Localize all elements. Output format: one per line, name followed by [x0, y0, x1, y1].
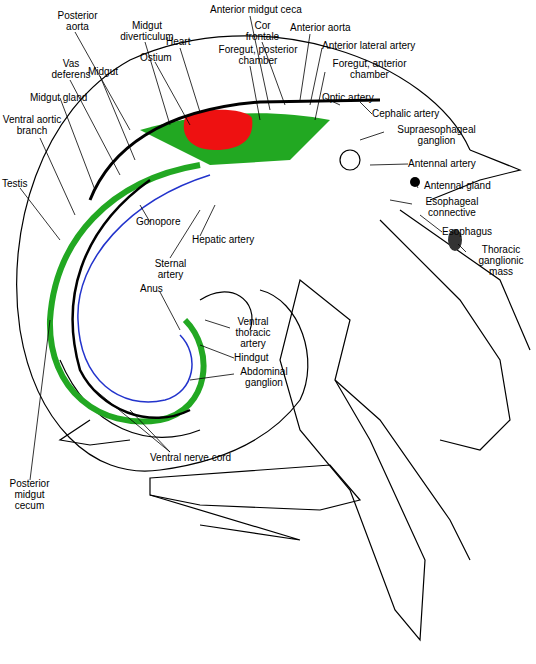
uropod	[150, 465, 360, 510]
part-label: Sternal artery	[148, 258, 193, 280]
part-label: Hepatic artery	[192, 234, 254, 245]
part-label: Foregut, posterior chamber	[212, 44, 304, 66]
leader-line	[200, 345, 234, 358]
part-label: Optic artery	[322, 92, 374, 103]
leader-line	[205, 320, 230, 328]
tail-fan	[60, 420, 130, 445]
part-label: Thoracic ganglionic mass	[466, 244, 536, 277]
part-label: Cor frontale	[240, 20, 285, 42]
uropod-tip	[150, 495, 300, 540]
part-label: Anterior aorta	[290, 22, 351, 33]
leader-line	[160, 292, 180, 330]
body-outline	[17, 36, 530, 640]
carapace-outline	[17, 36, 470, 471]
part-label: Heart	[166, 36, 190, 47]
part-label: Anus	[140, 283, 163, 294]
part-label: Supraesophageal ganglion	[384, 124, 489, 146]
leader-line	[20, 188, 60, 240]
leader-line	[360, 132, 384, 140]
ventral-artery	[73, 180, 190, 418]
leader-line	[370, 164, 408, 165]
leader-line	[155, 62, 190, 125]
leader-line	[300, 34, 310, 100]
part-label: Abdominal ganglion	[234, 366, 294, 388]
leader-lines	[20, 16, 466, 480]
leader-line	[95, 390, 170, 452]
part-label: Testis	[2, 178, 28, 189]
part-label: Posterior aorta	[50, 10, 105, 32]
part-label: Posterior midgut cecum	[2, 478, 57, 511]
leader-line	[390, 200, 412, 204]
part-label: Esophageal connective	[412, 196, 492, 218]
part-label: Ventral aortic branch	[2, 114, 62, 136]
leader-line	[180, 48, 200, 112]
leader-line	[130, 410, 170, 452]
part-label: Antennal gland	[424, 180, 491, 191]
leader-line	[415, 182, 418, 188]
part-label: Ostium	[140, 52, 172, 63]
part-label: Gonopore	[136, 216, 180, 227]
part-label: Esophagus	[442, 226, 492, 237]
leg-line	[400, 210, 530, 350]
heart-fill	[184, 110, 253, 150]
leader-line	[458, 244, 466, 252]
eye	[340, 150, 360, 170]
claw-leg	[280, 280, 425, 640]
part-label: Antennal artery	[408, 158, 476, 169]
leader-line	[30, 320, 50, 480]
leader-line	[360, 102, 372, 114]
part-label: Midgut	[88, 66, 118, 77]
part-label: Ventral thoracic artery	[228, 316, 278, 349]
dorsal-aorta	[90, 100, 380, 200]
antennal-gland-dot	[410, 177, 420, 187]
leader-line	[200, 205, 215, 236]
midgut-band	[50, 165, 204, 422]
rostrum	[430, 150, 520, 200]
part-label: Anterior lateral artery	[322, 40, 415, 51]
leg-line	[335, 380, 470, 560]
nerve-cord	[78, 175, 210, 402]
part-label: Anterior midgut ceca	[210, 4, 302, 15]
part-label: Midgut gland	[30, 92, 87, 103]
leader-line	[100, 76, 135, 160]
part-label: Hindgut	[234, 352, 268, 363]
leader-line	[250, 66, 260, 120]
part-label: Cephalic artery	[372, 108, 439, 119]
part-label: Ventral nerve cord	[150, 452, 231, 463]
leader-line	[60, 98, 95, 190]
leader-line	[190, 374, 234, 380]
part-label: Foregut, anterior chamber	[322, 58, 417, 80]
leader-line	[40, 138, 75, 215]
